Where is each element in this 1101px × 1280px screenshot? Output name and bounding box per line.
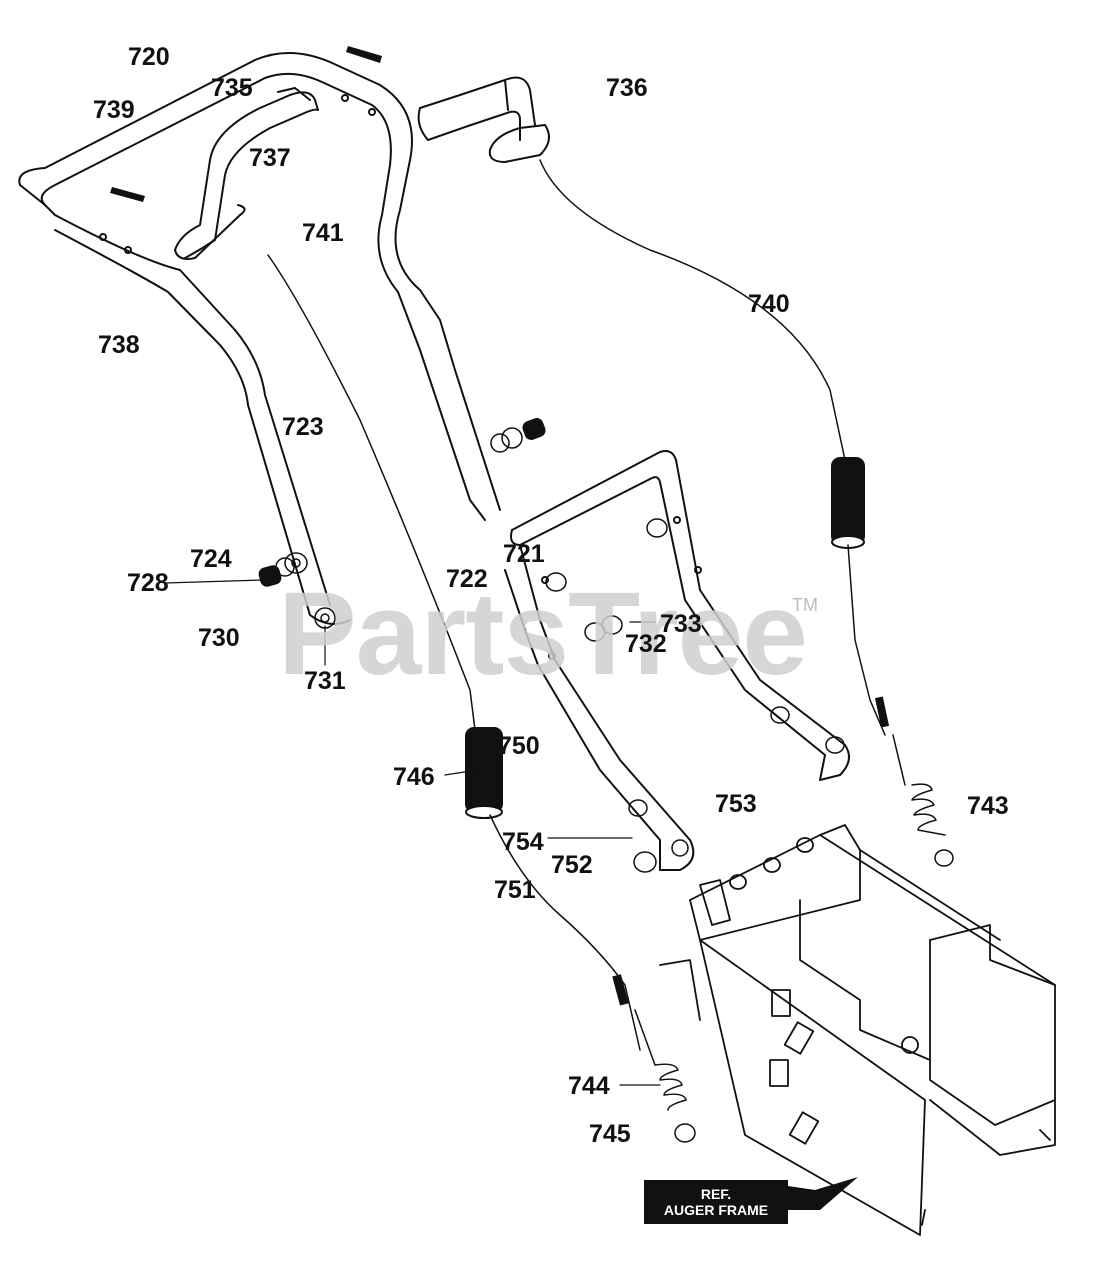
leader-lines (164, 579, 661, 1086)
callout-752: 752 (551, 851, 593, 879)
callout-728: 728 (127, 569, 169, 597)
right-bail-lever (417, 76, 550, 163)
callout-733: 733 (660, 610, 702, 638)
ref-arrow (788, 1177, 858, 1210)
callout-737: 737 (249, 144, 291, 172)
cable-741 (267, 254, 476, 731)
callout-754: 754 (502, 828, 544, 856)
left-bail-lever (174, 87, 319, 260)
callout-745: 745 (589, 1120, 631, 1148)
callout-736: 736 (606, 74, 648, 102)
cable-740 (539, 159, 846, 461)
auger-frame (659, 824, 1056, 1236)
callout-730: 730 (198, 624, 240, 652)
callout-738: 738 (98, 331, 140, 359)
callout-751: 751 (494, 876, 536, 904)
watermark: PartsTree (278, 568, 808, 700)
callout-740: 740 (748, 290, 790, 318)
upper-handle (18, 51, 501, 625)
callout-724: 724 (190, 545, 232, 573)
callout-750: 750 (498, 732, 540, 760)
callout-739: 739 (93, 96, 135, 124)
callout-743: 743 (967, 792, 1009, 820)
callout-735: 735 (211, 74, 253, 102)
callout-732: 732 (625, 630, 667, 658)
callout-720: 720 (128, 43, 170, 71)
callout-722: 722 (446, 565, 488, 593)
spring-744 (634, 1009, 696, 1143)
callout-731: 731 (304, 667, 346, 695)
grip-labels (110, 46, 382, 202)
ref-line-2: AUGER FRAME (663, 1202, 769, 1218)
callout-746: 746 (393, 763, 435, 791)
callout-723: 723 (282, 413, 324, 441)
sleeve-740 (831, 457, 865, 545)
callout-721: 721 (503, 540, 545, 568)
spring-743 (892, 734, 954, 867)
lower-handle (504, 450, 850, 871)
hardware (258, 418, 845, 873)
trademark-mark: TM (792, 595, 818, 615)
callout-744: 744 (568, 1072, 610, 1100)
callout-753: 753 (715, 790, 757, 818)
callout-741: 741 (302, 219, 344, 247)
ref-line-1: REF. (700, 1185, 732, 1202)
sleeve-746 (465, 727, 503, 813)
ref-auger-frame-box: REF. AUGER FRAME (644, 1180, 788, 1224)
